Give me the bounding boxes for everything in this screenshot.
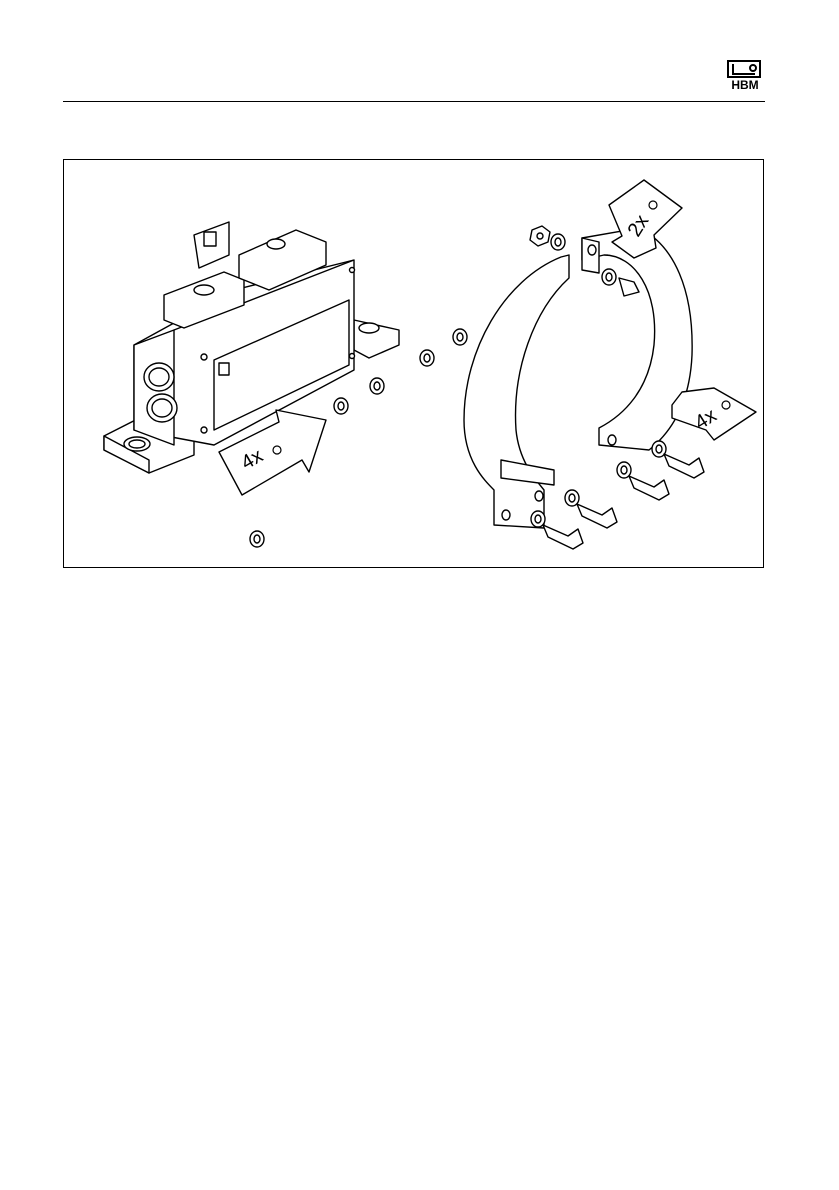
- hbm-logo: HBM: [725, 60, 765, 94]
- callout-washer-icon: [649, 201, 657, 209]
- ring-screws: [531, 441, 704, 549]
- callout-washer-icon: [722, 401, 730, 409]
- mounting-ring: [464, 228, 692, 528]
- header-divider: [63, 101, 765, 102]
- callout-washer-icon: [273, 446, 281, 454]
- assembly-figure: 4x 2x 4x: [63, 159, 764, 568]
- assembly-drawing: 4x 2x 4x: [64, 160, 765, 569]
- logo-text: HBM: [725, 78, 765, 92]
- logo-box: [727, 60, 761, 78]
